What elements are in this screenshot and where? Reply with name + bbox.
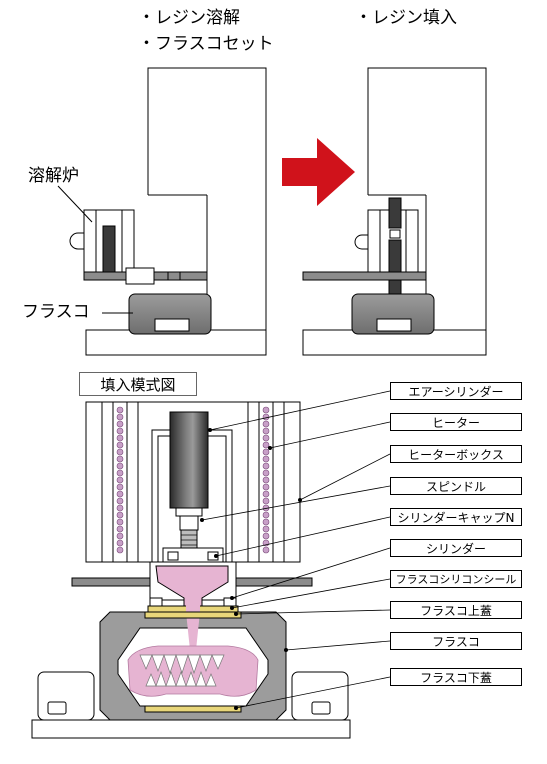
heater-coil-left	[116, 406, 124, 554]
flask-upper-lid	[144, 611, 242, 619]
flask-label: フラスコ	[22, 302, 90, 322]
callout-heater: ヒーター	[390, 413, 522, 431]
callout-cylinder: シリンダー	[390, 539, 522, 557]
callout-silicone-seal: フラスコシリコンシール	[390, 570, 522, 588]
melting-furnace	[69, 209, 208, 285]
furnace-label: 溶解炉	[28, 166, 79, 186]
arrow-right-icon	[282, 138, 355, 206]
step1-line1: ・レジン溶解	[138, 8, 240, 28]
step2-label: ・レジン填入	[355, 8, 457, 28]
step1-line2: ・フラスコセット	[138, 34, 274, 54]
flask-top-left	[128, 293, 212, 335]
furnace-leader	[57, 185, 93, 223]
diagram-title: 填入模式図	[79, 372, 197, 396]
filling-schematic	[31, 401, 351, 739]
callout-leaders	[201, 390, 391, 709]
flask-lower-lid	[144, 705, 242, 713]
callout-heater-box: ヒーターボックス	[390, 445, 522, 463]
callout-flask-upper-lid: フラスコ上蓋	[390, 601, 522, 619]
callout-flask: フラスコ	[390, 632, 522, 650]
callout-flask-lower-lid: フラスコ下蓋	[390, 668, 522, 686]
machine-right	[302, 67, 487, 356]
air-cylinder	[169, 411, 209, 509]
heater-coil-right	[262, 406, 270, 554]
callout-spindle: スピンドル	[390, 477, 522, 495]
denture	[127, 645, 259, 697]
callout-air-cylinder: エアーシリンダー	[390, 382, 522, 400]
machine-left	[57, 67, 267, 356]
callout-cylinder-cap: シリンダーキャップN	[390, 508, 522, 526]
callout-arrowheads	[200, 428, 302, 710]
